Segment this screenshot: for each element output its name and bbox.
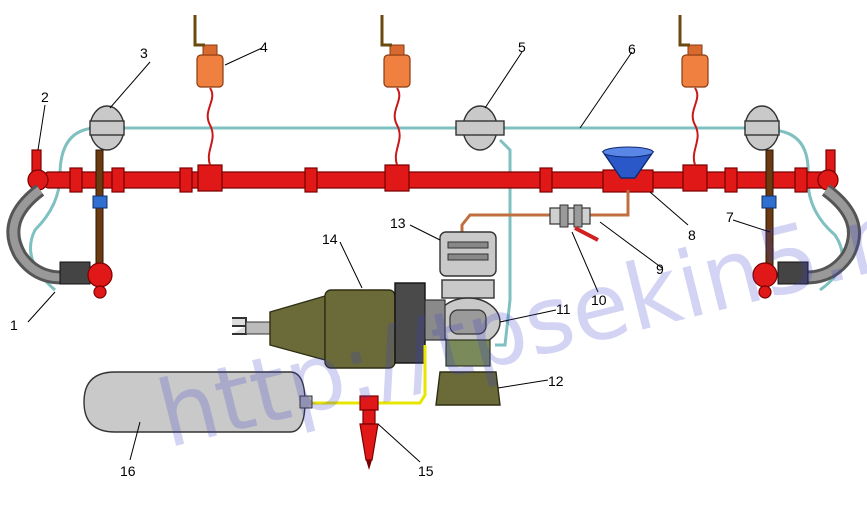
solenoid-valves xyxy=(193,15,709,166)
compressor xyxy=(435,231,501,406)
nozzle-injector xyxy=(359,395,379,470)
callout-7: 7 xyxy=(726,209,734,225)
callout-13: 13 xyxy=(390,215,406,231)
callout-9: 9 xyxy=(656,261,664,277)
coupling-hoses xyxy=(6,184,861,299)
chamber-center xyxy=(455,105,505,151)
callout-2: 2 xyxy=(41,89,49,105)
pneumatic-chambers xyxy=(89,105,780,175)
callout-1: 1 xyxy=(10,317,18,333)
callout-3: 3 xyxy=(140,45,148,61)
copper-line xyxy=(460,190,630,242)
solenoid-valve-left xyxy=(193,15,224,166)
chamber-right xyxy=(744,105,780,175)
solenoid-valve-middle xyxy=(380,15,411,166)
callout-16: 16 xyxy=(120,463,136,479)
callout-labels: 1 2 3 4 5 6 7 8 9 10 11 12 13 14 15 16 xyxy=(10,39,734,479)
callout-12: 12 xyxy=(548,373,564,389)
callout-11: 11 xyxy=(556,301,571,317)
callout-8: 8 xyxy=(688,227,696,243)
callout-5: 5 xyxy=(518,39,526,55)
solenoid-valve-right xyxy=(678,15,709,166)
chamber-left xyxy=(89,105,125,175)
callout-leaders xyxy=(27,47,771,463)
actuator-motor xyxy=(232,282,446,369)
callout-4: 4 xyxy=(260,39,268,55)
gas-cylinder xyxy=(83,371,313,433)
end-valves xyxy=(27,149,839,191)
brake-rods xyxy=(92,149,777,266)
tee-junctions xyxy=(197,164,708,192)
callout-14: 14 xyxy=(322,231,338,247)
callout-15: 15 xyxy=(418,463,434,479)
callout-6: 6 xyxy=(628,41,636,57)
hopper-filter xyxy=(601,146,655,193)
main-pipe xyxy=(44,167,831,193)
callout-10: 10 xyxy=(591,292,607,308)
